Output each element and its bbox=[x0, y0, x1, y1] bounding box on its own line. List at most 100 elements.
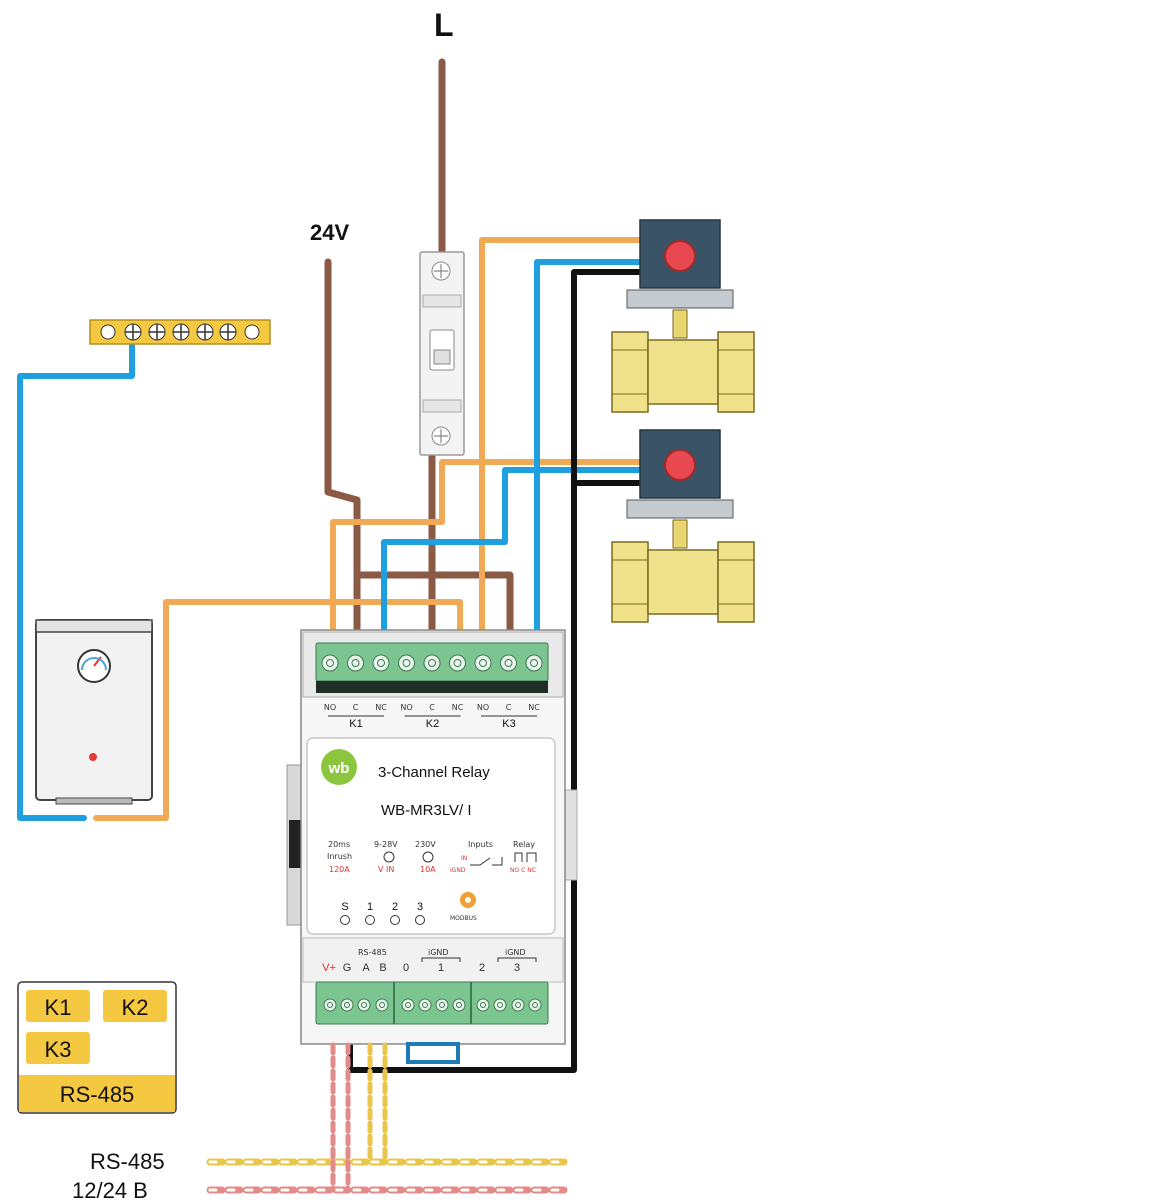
spec-relay-val: NO C NC bbox=[510, 867, 536, 874]
terminal-screw-icon bbox=[323, 998, 337, 1012]
neutral-bus-bar bbox=[89, 319, 271, 345]
spec-ignd: iGND bbox=[450, 867, 466, 874]
bottom-terminal-label: G bbox=[343, 962, 352, 974]
wires bbox=[17, 58, 643, 1073]
terminal-screw-icon bbox=[476, 998, 490, 1012]
relay-model: WB-MR3LV/ I bbox=[381, 802, 472, 819]
terminal-screw-icon bbox=[528, 998, 542, 1012]
bottom-terminal-label: 2 bbox=[479, 962, 485, 974]
top-terminal-label: NC bbox=[528, 703, 540, 712]
bottom-terminal-label: 0 bbox=[403, 962, 409, 974]
led-indicator-icon bbox=[415, 915, 425, 925]
top-terminal-label: NC bbox=[452, 703, 464, 712]
top-terminal-label: NO bbox=[324, 703, 336, 712]
orange-valve2-wire bbox=[330, 459, 643, 633]
channel-label-k2: K2 bbox=[426, 718, 439, 730]
terminal-screw-icon bbox=[474, 654, 492, 672]
valve-1 bbox=[611, 219, 755, 413]
led-indicator-icon bbox=[340, 915, 350, 925]
top-terminal-label: C bbox=[506, 703, 512, 712]
terminal-screw-icon bbox=[418, 998, 432, 1012]
blue-valve1-wire bbox=[534, 259, 643, 633]
led-label: S bbox=[341, 901, 348, 913]
legend-footer-label: RS-485 bbox=[60, 1082, 135, 1107]
terminal-screw-icon bbox=[423, 654, 441, 672]
spec-in: IN bbox=[461, 855, 467, 862]
top-terminal-screws bbox=[321, 654, 543, 672]
terminal-screw-icon bbox=[452, 998, 466, 1012]
top-terminal-label: NO bbox=[400, 703, 412, 712]
phase-label: L bbox=[434, 7, 454, 43]
ac-symbol-icon bbox=[422, 851, 434, 863]
wb-logo bbox=[321, 749, 357, 785]
terminal-screw-icon bbox=[340, 998, 354, 1012]
terminal-screw-icon bbox=[357, 998, 371, 1012]
spec-inputs: Inputs bbox=[468, 840, 493, 849]
orange-valve1-wire bbox=[479, 237, 643, 633]
bottom-terminal-label: 1 bbox=[438, 962, 444, 974]
terminal-screw-icon bbox=[398, 654, 415, 672]
water-heater bbox=[35, 619, 153, 805]
terminal-screw-icon bbox=[321, 654, 339, 672]
rs485-drop-cable bbox=[367, 1042, 388, 1165]
valve-2 bbox=[611, 429, 755, 623]
low-voltage-wire bbox=[324, 258, 361, 634]
terminal-screw-icon bbox=[435, 998, 449, 1012]
spec-inrush-mid: Inrush bbox=[327, 852, 352, 861]
input-switch-icon bbox=[470, 857, 503, 866]
low-voltage-label: 24V bbox=[310, 220, 349, 245]
led-indicator-icon bbox=[390, 915, 400, 925]
modbus-label: MODBUS bbox=[450, 915, 477, 922]
bottom-terminal-label: 3 bbox=[514, 962, 520, 974]
orange-thermostat-wire bbox=[93, 599, 463, 821]
legend-k2-tile bbox=[103, 990, 167, 1022]
legend-k2-label: K2 bbox=[122, 995, 149, 1020]
circuit-breaker bbox=[419, 251, 465, 456]
terminal-screw-icon bbox=[401, 998, 415, 1012]
relay-contact-icon bbox=[514, 852, 537, 862]
bottom-cables bbox=[206, 1042, 570, 1194]
top-terminal-label: C bbox=[353, 703, 359, 712]
terminal-screw-icon bbox=[525, 654, 543, 672]
bottom-terminal-label: B bbox=[379, 962, 386, 974]
terminal-screw-icon bbox=[500, 654, 517, 672]
relay-title: 3-Channel Relay bbox=[378, 764, 490, 781]
spec-relay: Relay bbox=[513, 840, 535, 849]
channel-label-k1: K1 bbox=[349, 718, 362, 730]
spec-vin-val: V IN bbox=[378, 865, 394, 874]
spec-inrush-top: 20ms bbox=[328, 840, 350, 849]
bottom-terminal-screws bbox=[323, 998, 542, 1012]
ignd-label-1: iGND bbox=[428, 948, 449, 957]
spec-ac-top: 230V bbox=[415, 840, 436, 849]
led-label: 3 bbox=[417, 901, 423, 913]
terminal-screw-icon bbox=[347, 654, 364, 672]
rs485-header: RS-485 bbox=[358, 948, 387, 957]
top-terminal-label: NC bbox=[375, 703, 387, 712]
terminal-screw-icon bbox=[372, 654, 390, 672]
legend-box: K1 K2 K3 RS-485 bbox=[17, 981, 177, 1114]
bottom-terminal-label: A bbox=[362, 962, 370, 974]
spec-vin-top: 9-28V bbox=[374, 840, 398, 849]
spec-inrush-val: 120A bbox=[329, 865, 350, 874]
wb-logo-text: wb bbox=[328, 760, 350, 777]
legend-k3-tile bbox=[26, 1032, 90, 1064]
terminal-screw-icon bbox=[511, 998, 525, 1012]
blue-neutral-wire bbox=[17, 342, 135, 821]
rs485-cable-label: RS-485 bbox=[90, 1149, 165, 1174]
top-terminal-label: NO bbox=[477, 703, 489, 712]
black-common-wire bbox=[347, 269, 643, 1073]
modbus-icon bbox=[460, 892, 476, 908]
terminal-screw-icon bbox=[375, 998, 389, 1012]
spec-ac-val: 10A bbox=[420, 865, 436, 874]
legend-k1-label: K1 bbox=[45, 995, 72, 1020]
led-label: 1 bbox=[367, 901, 373, 913]
terminal-screw-icon bbox=[449, 654, 466, 672]
power-drop-cable bbox=[330, 1042, 351, 1193]
power-cable-label: 12/24 В bbox=[72, 1178, 148, 1200]
